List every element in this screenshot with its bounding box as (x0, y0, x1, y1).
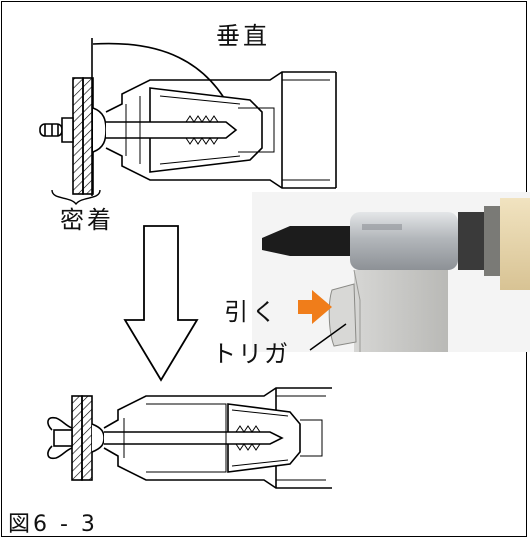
contact-brace (51, 189, 101, 206)
workpiece-plate-left (72, 77, 84, 195)
label-trigger: トリガ (212, 340, 290, 368)
label-vertical: 垂直 (216, 22, 270, 50)
label-pull: 引く (224, 298, 280, 326)
tool-head (350, 212, 458, 270)
trigger-leader-line (309, 323, 347, 351)
tool-photo (252, 192, 530, 352)
bottom-rivet-section (47, 387, 332, 489)
tool-body (354, 270, 448, 352)
workpiece-plate-right (82, 77, 94, 195)
label-close-contact: 密着 (60, 206, 114, 234)
figure-caption: 図6 - 3 (8, 512, 98, 537)
pull-arrow (298, 290, 332, 324)
tool-grip (500, 198, 530, 290)
tool-trigger (328, 283, 357, 347)
down-arrow (123, 225, 199, 382)
top-rivet-section (39, 38, 337, 196)
tool-nose (262, 226, 350, 256)
